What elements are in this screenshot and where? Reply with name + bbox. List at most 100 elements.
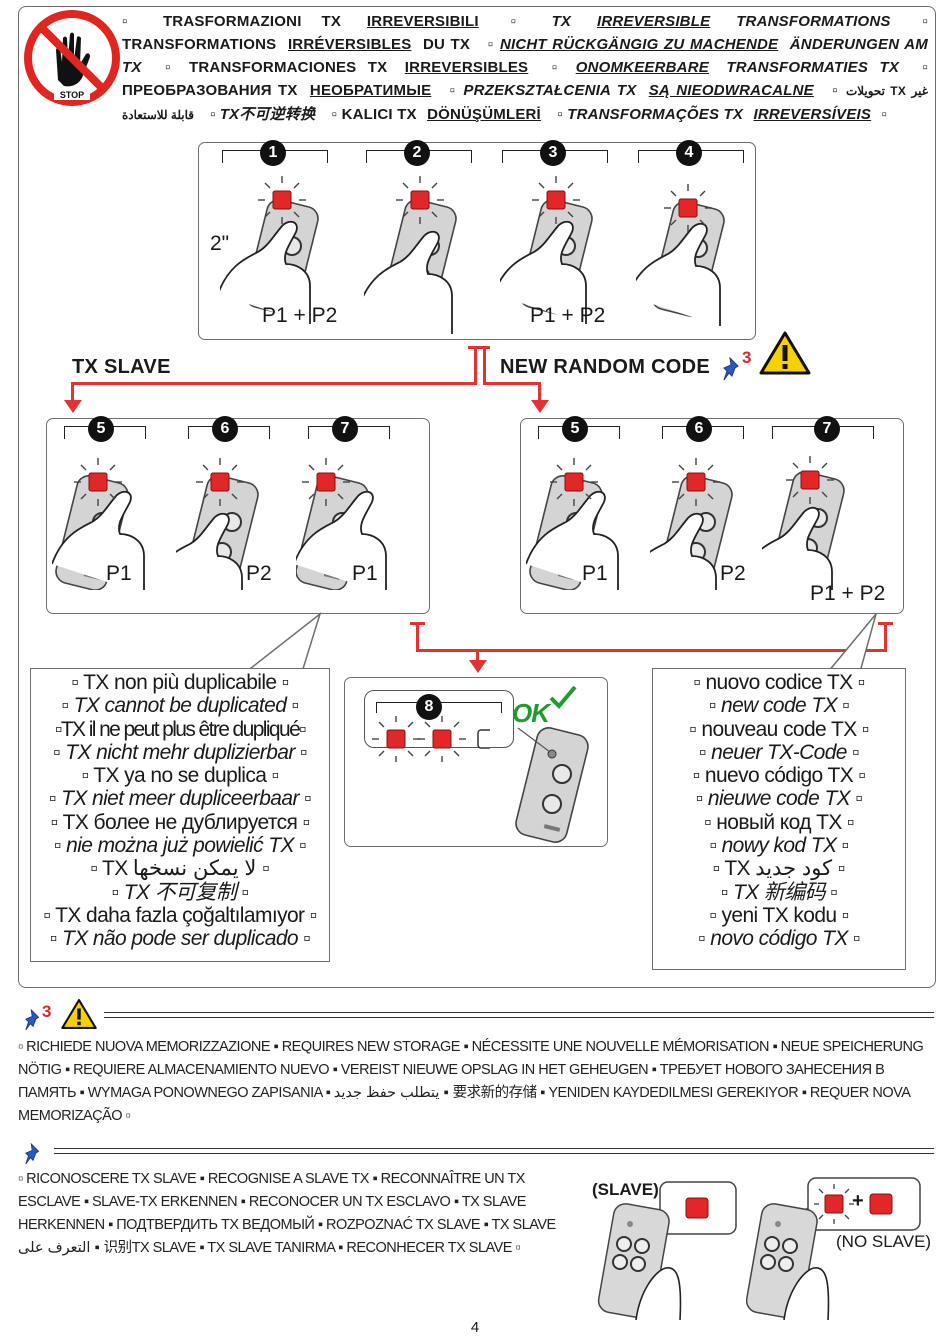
language-line: ▫ TX nicht mehr duplizierbar ▫ — [53, 740, 307, 764]
language-line: ▫ TX non più duplicabile ▫ — [71, 671, 289, 694]
header-segment: ▫ KALICI TX DÖNÜŞÜMLERİ — [331, 106, 541, 123]
recognise-slave-text: ▫ RICONOSCERE TX SLAVE ▪ RECOGNISE A SLA… — [18, 1171, 556, 1256]
led-blinking-icon — [371, 716, 490, 762]
remote-hand-illustration — [650, 457, 736, 590]
language-line: ▫ TX لا يمكن نسخها ▫ — [90, 857, 270, 881]
branch-title-tx-slave: TX SLAVE — [72, 356, 171, 378]
language-line: ▫ nouveau code TX ▫ — [689, 717, 869, 741]
arrow-down-icon — [469, 660, 487, 673]
pin-icon — [25, 1142, 40, 1165]
language-line: ▫ yeni TX kodu ▫ — [709, 903, 849, 927]
connector-line — [468, 346, 490, 349]
warning-icon — [759, 331, 811, 375]
slave-step-6: 6 P2 — [176, 416, 304, 590]
language-line: ▫ TX não pode ser duplicado ▫ — [49, 927, 311, 951]
step-3: 3 P1 + P2 — [490, 140, 618, 327]
language-line: ▫TX il ne peut plus être dupliqué▫ — [54, 717, 307, 741]
slave-step-5: 5 P1 — [52, 416, 180, 590]
random-step-6: 6 P2 — [650, 416, 778, 590]
stop-sign-icon: STOP — [24, 10, 120, 106]
remote-hand-illustration — [636, 183, 728, 327]
remote-hand-illustration — [762, 455, 848, 590]
random-step-7: 7 P1 + P2 — [762, 416, 900, 605]
no-slave-label: (NO SLAVE) — [836, 1232, 932, 1251]
header-segment: ▫ TRANSFORMATIONS IRRÉVERSIBLES DU TX — [122, 13, 929, 53]
step-number: 5 — [88, 416, 114, 442]
step-number: 5 — [562, 416, 588, 442]
slave-remote-illustration — [597, 1181, 737, 1320]
language-line: ▫ neuer TX-Code ▫ — [699, 740, 860, 764]
warning-icon — [61, 999, 97, 1029]
connector-line — [538, 382, 541, 404]
language-line: ▫ новый код ТХ ▫ — [704, 810, 854, 834]
header-segment: ▫ NICHT RÜCKGÄNGIG ZU MACHENDE ÄNDERUNGE… — [122, 36, 929, 76]
language-line: ▫ novo código TX ▫ — [698, 927, 860, 951]
language-line: ▫ nieuwe code TX ▫ — [695, 787, 863, 811]
header-warning-text: ▫ TRASFORMAZIONI TX IRREVERSIBILI ▫ TX I… — [122, 10, 928, 127]
step-button-label: P2 — [246, 562, 272, 585]
step-number: 7 — [332, 416, 358, 442]
language-line: ▫ TX 新编码 ▫ — [720, 880, 838, 904]
step-number: 7 — [814, 416, 840, 442]
page-number: 4 — [470, 1319, 480, 1336]
header-segment: ▫ ПРЕОБРАЗОВАНИЯ ТХ НЕОБРАТИМЫЕ — [122, 59, 929, 99]
language-line: ▫ TX ya no se duplica ▫ — [81, 764, 279, 788]
header-segment: ▫ ONOMKEERBARE TRANSFORMATIES TX — [551, 59, 900, 76]
callout-pointer — [827, 613, 877, 673]
header-segment: ▫ TX不可逆转换 — [210, 106, 316, 123]
header-segment: ▫ TX IRREVERSIBLE TRANSFORMATIONS — [510, 13, 891, 30]
plus-sign: + — [852, 1190, 864, 1212]
step-1: 1 2" P1 + P2 — [210, 140, 338, 327]
note-3-text: ▫ RICHIEDE NUOVA MEMORIZZAZIONE ▪ REQUIR… — [18, 1039, 924, 1124]
step-number: 1 — [260, 140, 286, 166]
connector-line — [483, 382, 540, 385]
step-number: 6 — [686, 416, 712, 442]
step-time-label: 2" — [210, 232, 230, 255]
no-slave-remote-illustration — [746, 1177, 921, 1320]
step-button-label: P1 + P2 — [810, 582, 886, 605]
language-line: ▫ TX cannot be duplicated ▫ — [61, 694, 299, 718]
arrow-down-icon — [64, 400, 82, 413]
stop-sign-text: STOP — [60, 90, 84, 100]
language-line: ▫ nuevo código TX ▫ — [692, 764, 866, 788]
step-number: 2 — [404, 140, 430, 166]
step-button-label: P1 — [106, 562, 132, 585]
remote-illustration — [512, 726, 592, 844]
connector-line — [71, 382, 74, 404]
not-duplicable-text-box: ▫ TX non più duplicabile ▫ ▫ TX cannot b… — [30, 668, 330, 962]
checkmark-icon — [549, 685, 577, 709]
connector-line — [410, 622, 425, 625]
main-frame — [18, 6, 936, 988]
language-line: ▫ TX daha fazla çoğaltılamıyor ▫ — [43, 903, 317, 927]
random-step-5: 5 P1 — [526, 416, 654, 590]
arrow-down-icon — [531, 400, 549, 413]
connector-line — [878, 622, 893, 625]
remote-hand-illustration — [364, 175, 460, 334]
note-ref-number: 3 — [742, 348, 752, 367]
language-line: ▫ TX كود جديد ▫ — [712, 857, 846, 881]
language-line: ▫ new code TX ▫ — [708, 694, 850, 718]
connector-line — [72, 382, 477, 385]
header-segment: ▫ PRZEKSZTAŁCENIA TX SĄ NIEODWRACALNE — [449, 82, 814, 99]
step-button-label: P1 — [352, 562, 378, 585]
language-line: ▫ nowy kod TX ▫ — [709, 834, 850, 858]
step-button-label: P1 + P2 — [262, 304, 338, 327]
language-line: ▫ TX 不可复制 ▫ — [111, 880, 249, 904]
slave-step-7: 7 P1 — [296, 416, 424, 590]
section-divider — [104, 1012, 934, 1018]
step-button-label: P2 — [720, 562, 746, 585]
connector-line — [483, 348, 486, 382]
note-ref-number: 3 — [42, 1002, 52, 1021]
step-number: 8 — [416, 694, 442, 720]
pin-icon — [723, 356, 739, 381]
step-number: 3 — [540, 140, 566, 166]
step-number: 4 — [676, 140, 702, 166]
header-segment: ▫ تحويلات TX غير قابلة للاستعادة — [122, 82, 929, 122]
connector-line — [474, 348, 477, 382]
header-segment: ▫ TRASFORMAZIONI TX IRREVERSIBILI — [122, 13, 479, 30]
header-segment: ▫ TRANSFORMACIONES TX IRREVERSIBLES — [165, 59, 529, 76]
language-line: ▫ nuovo codice TX ▫ — [693, 671, 865, 694]
step-2: 2 — [354, 140, 482, 334]
connector-line — [476, 649, 479, 663]
callout-pointer — [245, 612, 322, 673]
